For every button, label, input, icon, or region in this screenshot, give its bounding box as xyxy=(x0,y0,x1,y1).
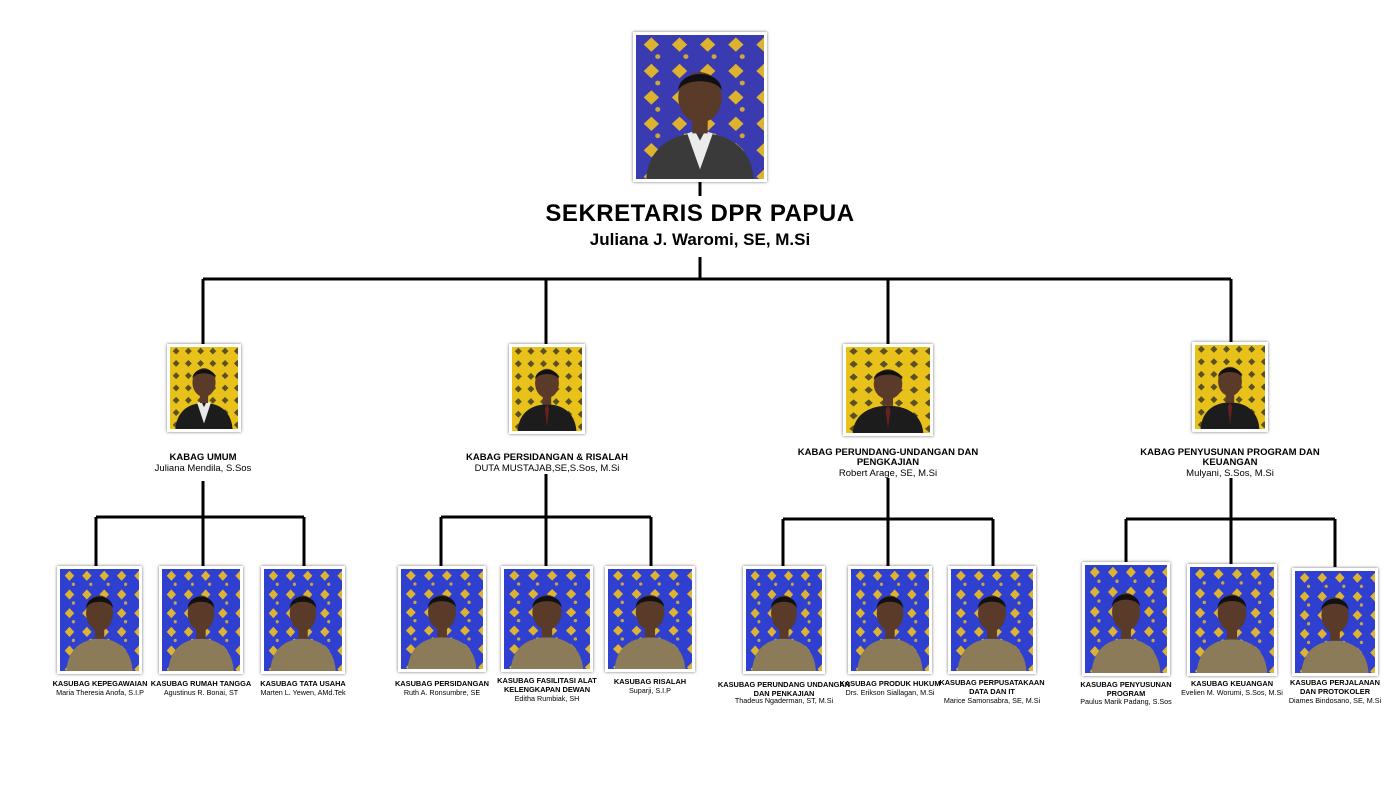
subunit-head-name: Marice Samonsabra, SE, M.Si xyxy=(943,696,1041,705)
portrait-illustration xyxy=(60,569,139,671)
subunit-portrait-photo xyxy=(1082,562,1170,676)
subunit-portrait-photo xyxy=(398,566,486,672)
subunit-head-name: Thadeus Ngaderman, ST, M.Si xyxy=(734,696,834,705)
subunit-portrait-photo xyxy=(948,566,1036,674)
portrait-illustration xyxy=(1190,567,1274,673)
head-portrait-photo xyxy=(633,32,767,182)
department-portrait-photo xyxy=(509,344,585,434)
department-head-name: DUTA MUSTAJAB,SE,S.Sos, M.Si xyxy=(474,463,620,474)
portrait-illustration xyxy=(608,569,692,669)
subunit-head-name: Maria Theresia Anofa, S.I.P xyxy=(56,688,144,697)
portrait-illustration xyxy=(851,569,929,671)
subunit-head-name: Marten L. Yewen, AMd.Tek xyxy=(260,688,346,697)
subunit-title: KASUBAG FASILITASI ALAT KELENGKAPAN DEWA… xyxy=(497,676,597,694)
subunit-title: KASUBAG PERJALANAN DAN PROTOKOLER xyxy=(1290,678,1380,696)
subunit-portrait-photo xyxy=(1292,568,1378,676)
subunit-title: KASUBAG RUMAH TANGGA xyxy=(150,679,252,688)
subunit-head-name: Agustinus R. Bonai, ST xyxy=(163,688,239,697)
subunit-portrait-photo xyxy=(1187,564,1277,676)
department-title: KABAG PERUNDANG-UNDANGAN DAN PENGKAJIAN xyxy=(797,447,979,468)
portrait-illustration xyxy=(951,569,1033,671)
subunit-head-name: Suparji, S.I.P xyxy=(629,686,671,695)
portrait-illustration xyxy=(1295,571,1375,673)
subunit-portrait-photo xyxy=(743,566,825,674)
subunit-title: KASUBAG KEPEGAWAIAN xyxy=(52,679,148,688)
subunit-portrait-photo xyxy=(605,566,695,672)
subunit-portrait-photo xyxy=(261,566,345,674)
head-title: SEKRETARIS DPR PAPUA xyxy=(545,200,855,227)
subunit-title: KASUBAG PERSIDANGAN xyxy=(394,679,490,688)
department-title: KABAG PENYUSUNAN PROGRAM DAN KEUANGAN xyxy=(1140,447,1320,468)
portrait-illustration xyxy=(504,569,590,669)
portrait-illustration xyxy=(512,347,582,431)
subunit-title: KASUBAG TATA USAHA xyxy=(260,679,346,688)
subunit-title: KASUBAG PENYUSUNAN PROGRAM xyxy=(1080,680,1172,698)
portrait-illustration xyxy=(264,569,342,671)
subunit-head-name: Diames Bindosano, SE, M.Si xyxy=(1288,696,1382,705)
department-head-name: Robert Arage, SE, M.Si xyxy=(838,468,938,479)
portrait-illustration xyxy=(162,569,240,671)
portrait-illustration xyxy=(1195,345,1265,429)
department-head-name: Juliana Mendila, S.Sos xyxy=(154,463,252,474)
department-portrait-photo xyxy=(1192,342,1268,432)
subunit-portrait-photo xyxy=(57,566,142,674)
subunit-portrait-photo xyxy=(848,566,932,674)
department-title: KABAG UMUM xyxy=(169,452,237,463)
subunit-portrait-photo xyxy=(501,566,593,672)
subunit-head-name: Evelien M. Worumi, S.Sos, M.Si xyxy=(1181,688,1283,697)
subunit-head-name: Ruth A. Ronsumbre, SE xyxy=(403,688,481,697)
portrait-illustration xyxy=(636,35,764,179)
department-title: KABAG PERSIDANGAN & RISALAH xyxy=(465,452,629,463)
subunit-title: KASUBAG PERPUSATAKAAN DATA DAN IT xyxy=(939,678,1045,696)
department-head-name: Mulyani, S.Sos, M.Si xyxy=(1186,468,1274,479)
subunit-title: KASUBAG PRODUK HUKUM xyxy=(839,679,941,688)
portrait-illustration xyxy=(1085,565,1167,673)
subunit-head-name: Drs. Erikson Siallagan, M.Si xyxy=(845,688,935,697)
department-portrait-photo xyxy=(843,344,933,436)
subunit-head-name: Editha Rumbiak, SH xyxy=(514,694,580,703)
head-name: Juliana J. Waromi, SE, M.Si xyxy=(589,230,811,249)
portrait-illustration xyxy=(846,347,930,433)
subunit-title: KASUBAG RISALAH xyxy=(613,677,687,686)
subunit-title: KASUBAG PERUNDANG UNDANGAN DAN PENKAJIAN xyxy=(717,680,851,698)
subunit-title: KASUBAG KEUANGAN xyxy=(1190,679,1274,688)
subunit-portrait-photo xyxy=(159,566,243,674)
portrait-illustration xyxy=(746,569,822,671)
portrait-illustration xyxy=(401,569,483,669)
subunit-head-name: Paulus Marik Padang, S.Sos xyxy=(1080,697,1172,706)
department-portrait-photo xyxy=(167,344,241,432)
portrait-illustration xyxy=(170,347,238,429)
